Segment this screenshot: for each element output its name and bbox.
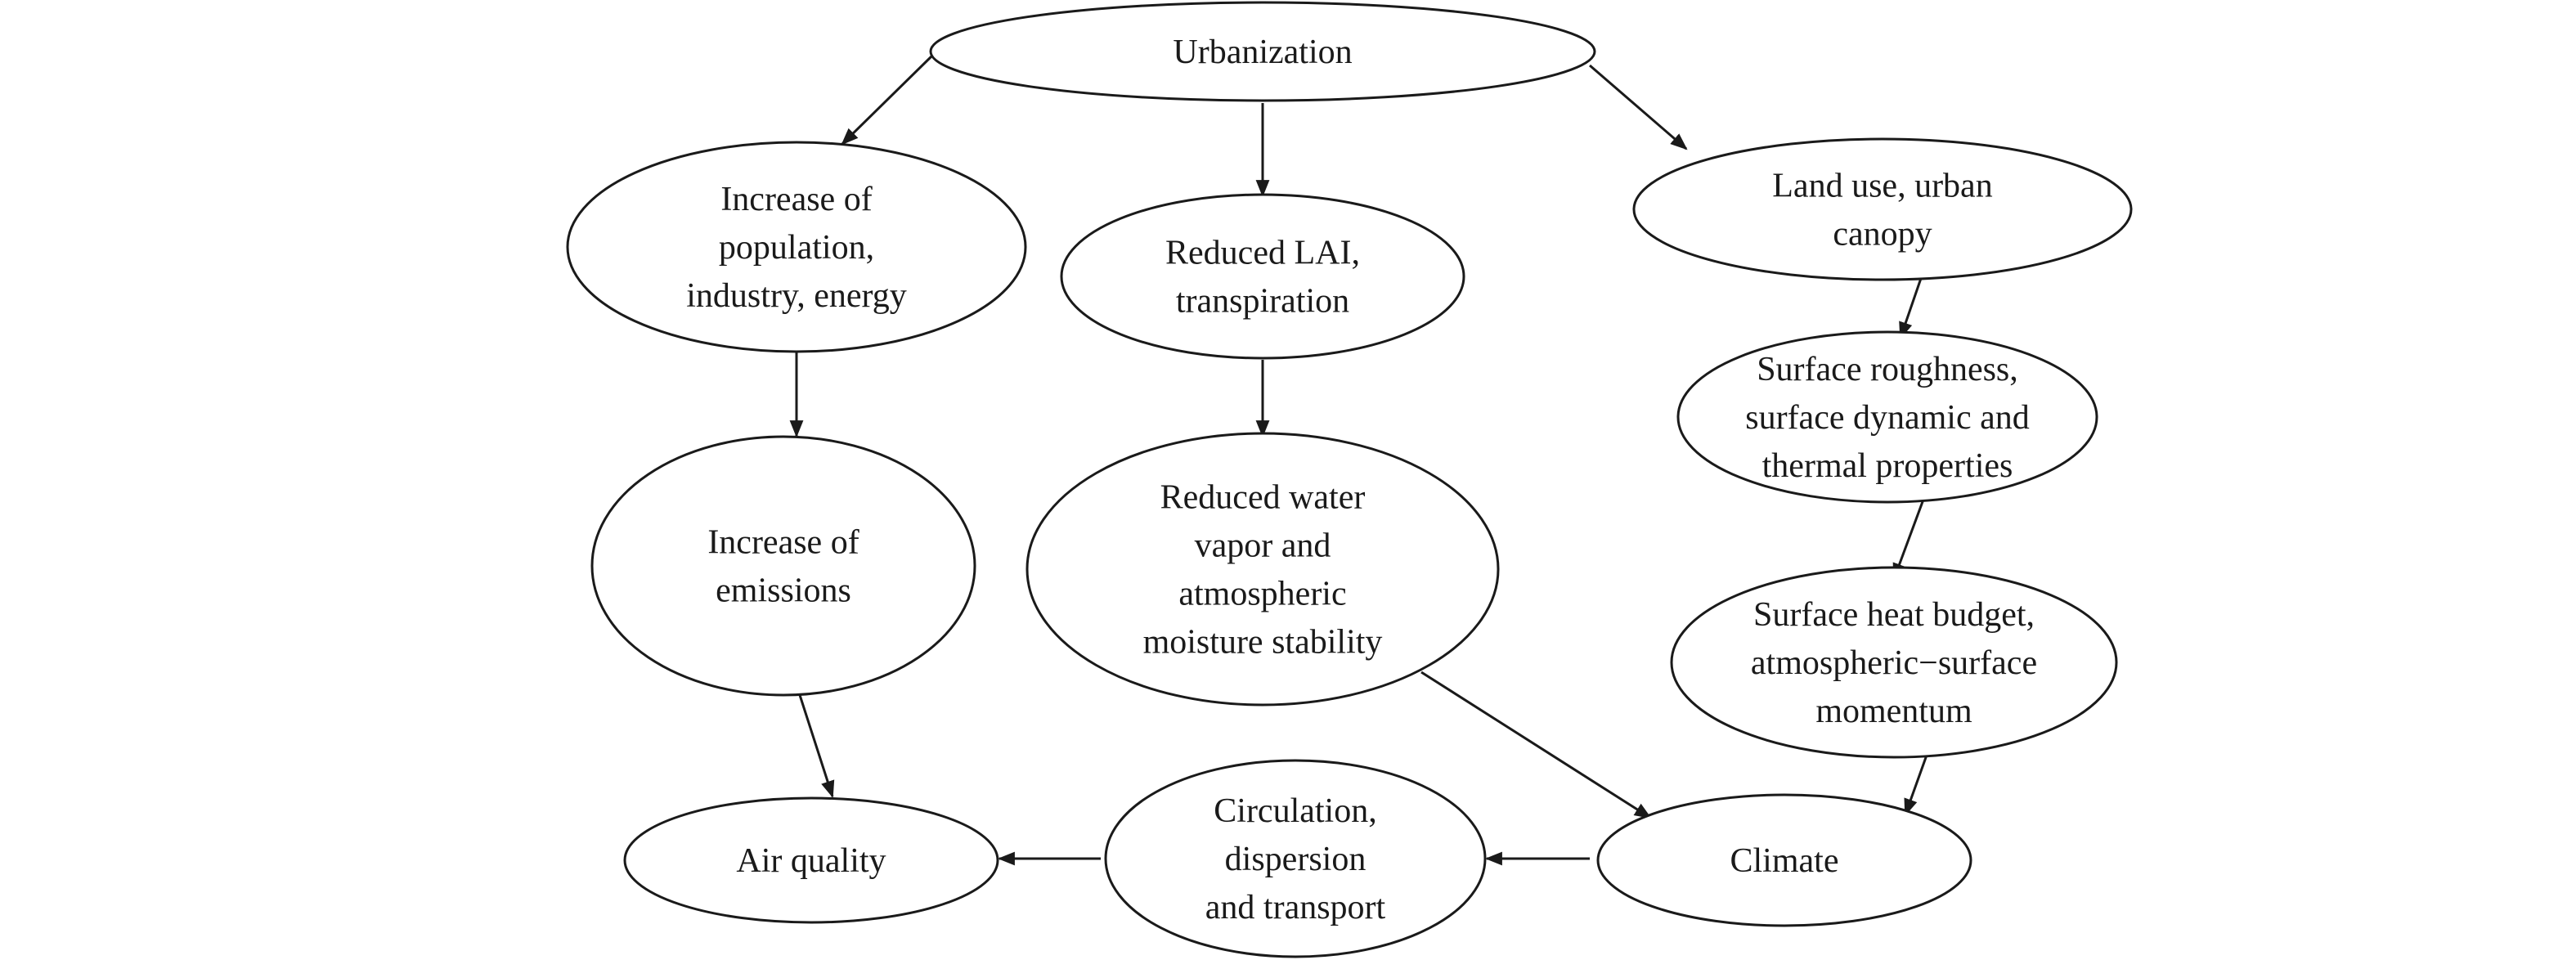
node-label-line: Land use, urban: [1772, 168, 1992, 205]
edge-urbanization-to-population: [841, 54, 934, 146]
node-label-line: vapor and: [1195, 527, 1331, 565]
svg-text:Surface heat budget,atmospheri: Surface heat budget, atmospheric−surface m…: [1751, 596, 2037, 730]
node-label-line: transpiration: [1176, 283, 1349, 321]
node-label-line: Increase of: [707, 524, 859, 562]
node-label-line: population,: [719, 229, 874, 267]
svg-text:Urbanization: Urbanization: [1173, 34, 1352, 71]
node-heat: Surface heat budget, atmospheric−surface m…: [1670, 566, 2118, 759]
svg-text:Climate: Climate: [1730, 842, 1839, 880]
node-roughness: Surface roughness, surface dynamic and the…: [1676, 330, 2098, 504]
node-label-line: and transport: [1205, 889, 1386, 926]
node-climate: Climate: [1596, 793, 1972, 927]
svg-text:Air quality: Air quality: [736, 842, 886, 880]
node-urbanization: Urbanization: [929, 1, 1596, 102]
node-label-line: dispersion: [1225, 841, 1367, 878]
svg-text:Reduced LAI,transpiration: Reduced LAI, transpiration: [1165, 235, 1360, 321]
svg-text:Surface roughness,surface dyna: Surface roughness, surface dynamic and the…: [1745, 351, 2030, 485]
node-label-line: thermal properties: [1762, 447, 2013, 485]
node-label-line: Reduced LAI,: [1165, 235, 1360, 272]
node-label-line: Urbanization: [1173, 34, 1352, 71]
node-label-line: emissions: [716, 572, 851, 610]
nodes: Urbanization Increase of population, indus…: [566, 1, 2133, 958]
node-label-line: Climate: [1730, 842, 1839, 880]
node-label-line: canopy: [1833, 216, 1932, 253]
node-landuse: Land use, urban canopy: [1632, 137, 2133, 281]
node-label-line: moisture stability: [1143, 624, 1383, 662]
node-label-line: surface dynamic and: [1745, 399, 2030, 437]
node-label-line: momentum: [1815, 693, 1972, 730]
node-circulation: Circulation, dispersion and transport: [1104, 759, 1487, 958]
node-label-line: Circulation,: [1214, 792, 1376, 830]
node-label-line: atmospheric: [1178, 576, 1346, 613]
node-lai: Reduced LAI, transpiration: [1060, 193, 1465, 360]
edge-water-to-climate: [1420, 671, 1652, 819]
edge-emissions-to-airquality: [798, 694, 835, 798]
node-water: Reduced water vapor and atmospheric moistur…: [1025, 432, 1500, 707]
node-label-line: Surface heat budget,: [1753, 596, 2035, 634]
node-label-line: Surface roughness,: [1757, 351, 2018, 388]
edge-urbanization-to-landuse: [1589, 64, 1688, 150]
node-label-line: Reduced water: [1160, 479, 1366, 517]
node-label-line: industry, energy: [686, 277, 906, 315]
node-label-line: atmospheric−surface: [1751, 644, 2037, 682]
node-population: Increase of population, industry, energy: [566, 141, 1027, 353]
node-airquality: Air quality: [623, 796, 999, 924]
edge-roughness-to-heat: [1892, 490, 1928, 581]
node-label-line: Air quality: [736, 842, 886, 880]
node-emissions: Increase of emissions: [590, 435, 976, 697]
node-label-line: Increase of: [720, 181, 872, 218]
